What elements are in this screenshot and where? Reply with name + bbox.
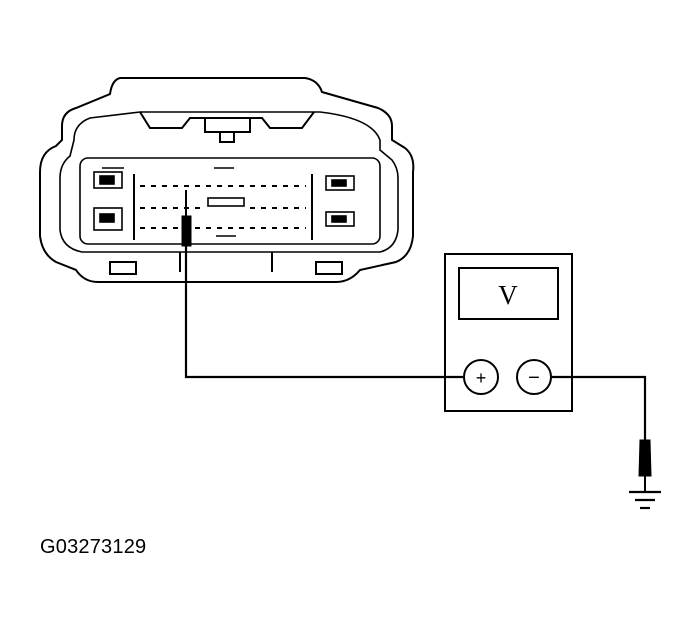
positive-terminal	[463, 359, 499, 395]
voltmeter-display-text: V	[498, 280, 518, 310]
back-probe-pin	[181, 215, 192, 247]
figure-id: G03273129	[40, 536, 147, 558]
connector-housing	[39, 77, 415, 283]
latch-button	[219, 131, 235, 143]
negative-terminal-label: −	[528, 367, 540, 389]
ground-icon	[629, 490, 661, 510]
right-power-terminals	[325, 175, 355, 227]
bottom-tab-right	[315, 261, 343, 275]
connector-latch-ridge	[204, 118, 251, 133]
terminal-cavities	[140, 185, 306, 229]
voltmeter-body	[444, 253, 573, 412]
voltmeter-display	[458, 267, 559, 320]
center-key	[207, 197, 245, 207]
connector-inner-rim	[59, 111, 399, 253]
positive-terminal-label: +	[476, 368, 487, 388]
negative-test-lead	[551, 375, 652, 492]
ground-clip	[638, 439, 652, 477]
bottom-tab-left	[109, 261, 137, 275]
voltmeter	[444, 253, 573, 412]
connector-latch	[139, 111, 315, 129]
left-power-terminals	[93, 167, 124, 231]
positive-test-lead	[181, 190, 463, 379]
terminal-face	[79, 157, 381, 245]
electrical-connector	[39, 77, 415, 283]
